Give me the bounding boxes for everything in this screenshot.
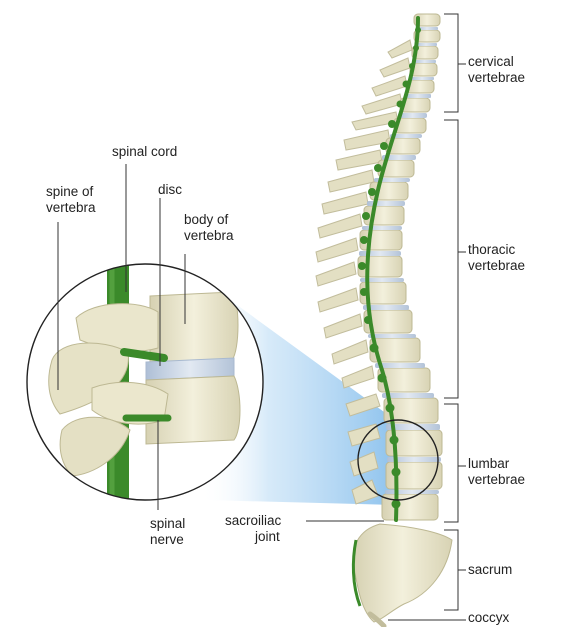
label-spine-of-vertebra-line1: spine of (46, 184, 96, 200)
spine-column (316, 14, 452, 626)
label-spinal-nerve: spinal nerve (150, 516, 185, 548)
label-spinal-nerve-line1: spinal (150, 516, 185, 532)
label-sacroiliac-line2: joint (225, 529, 281, 545)
label-body-of-vertebra-line2: vertebra (184, 228, 234, 244)
label-sacrum-text: sacrum (468, 562, 512, 578)
label-coccyx-text: coccyx (468, 610, 509, 626)
label-thoracic-line2: vertebrae (468, 258, 525, 274)
label-lumbar-line2: vertebrae (468, 472, 525, 488)
label-spinal-cord: spinal cord (112, 144, 177, 160)
sacrum-bone (353, 524, 452, 622)
label-body-of-vertebra-line1: body of (184, 212, 234, 228)
label-cervical-line1: cervical (468, 54, 525, 70)
label-thoracic-vertebrae: thoracic vertebrae (468, 242, 525, 274)
label-spine-of-vertebra-line2: vertebra (46, 200, 96, 216)
label-lumbar-line1: lumbar (468, 456, 525, 472)
label-sacrum: sacrum (468, 562, 512, 578)
label-cervical-line2: vertebrae (468, 70, 525, 86)
label-spinal-nerve-line2: nerve (150, 532, 185, 548)
label-spinal-cord-text: spinal cord (112, 144, 177, 160)
label-coccyx: coccyx (468, 610, 509, 626)
label-cervical-vertebrae: cervical vertebrae (468, 54, 525, 86)
label-sacroiliac-joint: sacroiliac joint (225, 513, 281, 545)
label-body-of-vertebra: body of vertebra (184, 212, 234, 244)
label-disc-text: disc (158, 182, 182, 198)
label-spine-of-vertebra: spine of vertebra (46, 184, 96, 216)
label-lumbar-vertebrae: lumbar vertebrae (468, 456, 525, 488)
label-disc: disc (158, 182, 182, 198)
label-sacroiliac-line1: sacroiliac (225, 513, 281, 529)
label-thoracic-line1: thoracic (468, 242, 525, 258)
